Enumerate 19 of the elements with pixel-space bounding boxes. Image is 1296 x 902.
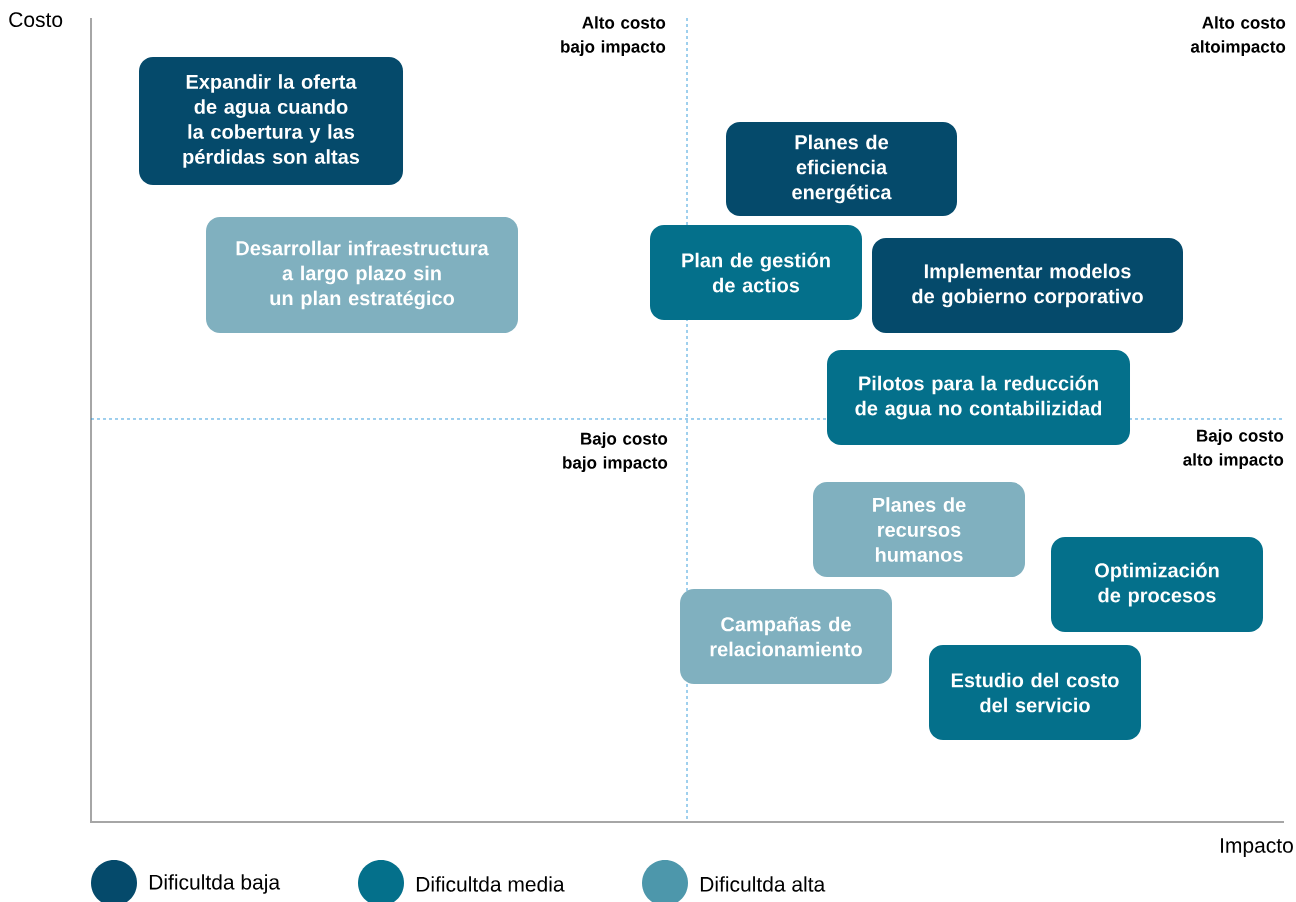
quadrant-label: Alto costo bajo impacto <box>561 16 666 57</box>
strategy-box: Campañas de relacionamiento <box>680 589 892 684</box>
strategy-box: Desarrollar infraestructura a largo plazo sin un plan estratégico <box>206 217 518 333</box>
quadrant-label: Bajo costo bajo impacto <box>563 432 668 473</box>
strategy-box: Planes de recursos humanos <box>813 482 1025 577</box>
quadrant-label: Bajo costo alto impacto <box>1183 429 1284 470</box>
quadrant-label: Alto costo altoimpacto <box>1190 16 1286 57</box>
legend-label: Dificultda baja <box>149 874 281 894</box>
strategy-box: Estudio del costo del servicio <box>929 645 1141 740</box>
legend-label: Dificultda media <box>416 876 565 892</box>
strategy-box: Optimización de procesos <box>1051 537 1263 632</box>
strategy-box: Expandir la oferta de agua cuando la cobertura y las pérdidas son altas <box>139 57 403 185</box>
legend-label: Dificultda alta <box>700 876 826 892</box>
strategy-box: Pilotos para la reducción de agua no contabilizidad <box>827 350 1130 445</box>
axis-label: Impacto <box>1221 838 1293 857</box>
strategy-box: Planes de eficiencia energética <box>726 122 957 216</box>
axis-label: Costo <box>9 12 63 28</box>
strategy-box: Plan de gestión de actios <box>650 225 862 320</box>
strategy-box: Implementar modelos de gobierno corporativo <box>872 238 1183 333</box>
